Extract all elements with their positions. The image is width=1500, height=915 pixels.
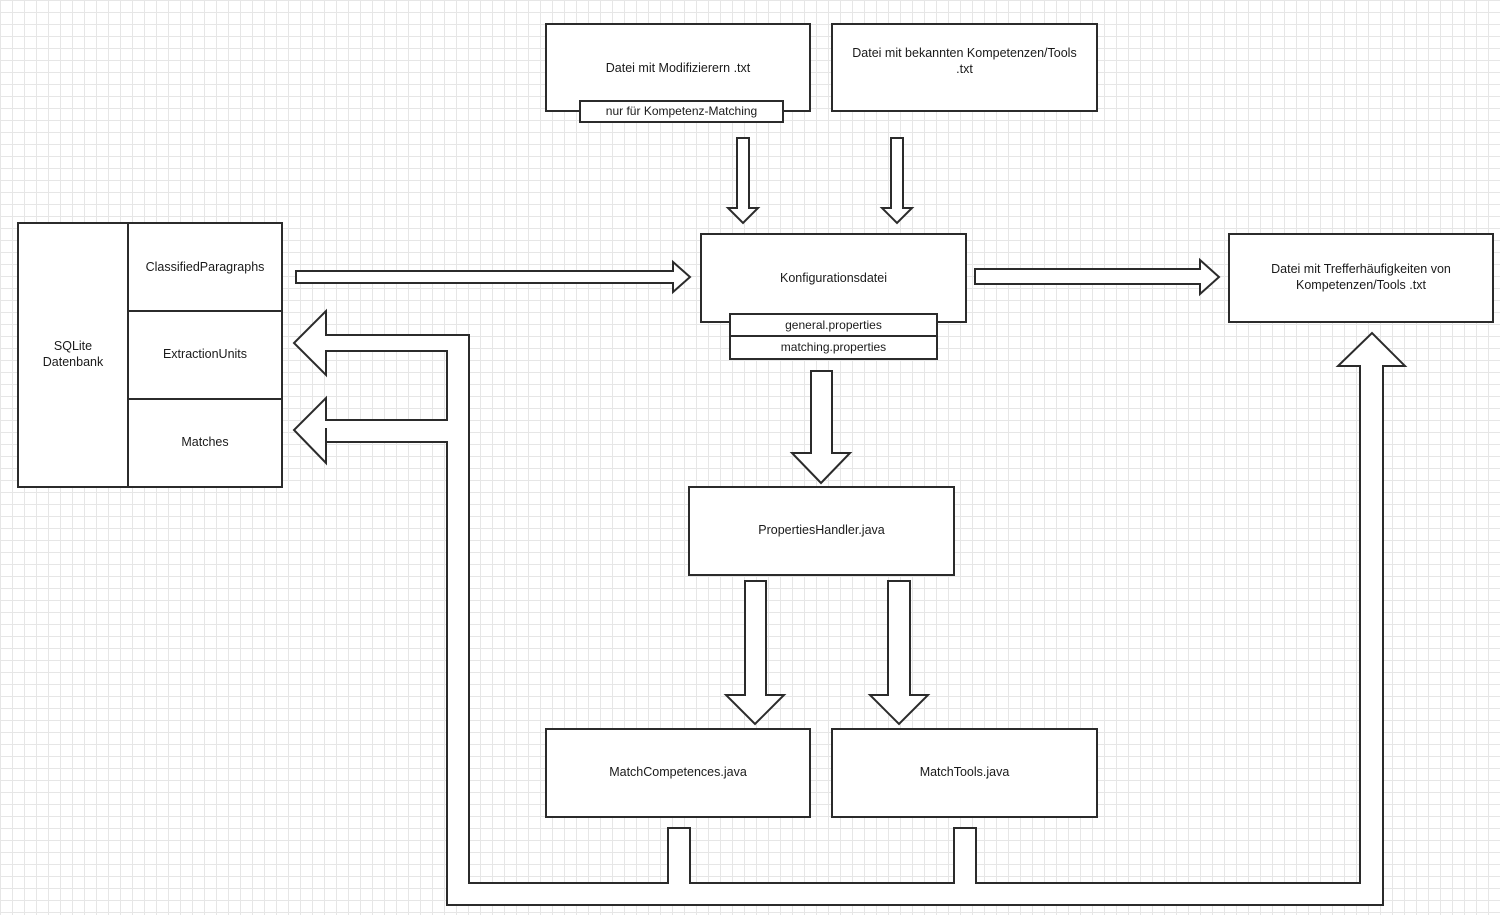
properties-handler-label: PropertiesHandler.java (758, 523, 885, 538)
sqlite-database-label: SQLite Datenbank (42, 339, 104, 369)
arrow-config-to-handler (789, 370, 853, 485)
arrow-db-to-config (295, 259, 692, 295)
table-extraction-units: ExtractionUnits (127, 310, 283, 400)
matching-properties-tag: matching.properties (729, 335, 938, 360)
general-properties-label: general.properties (785, 317, 882, 332)
table-matches: Matches (127, 398, 283, 488)
modifiers-note-tag: nur für Kompetenz-Matching (579, 100, 784, 123)
result-file-box: Datei mit Trefferhäufigkeiten von Kompet… (1228, 233, 1494, 323)
general-properties-tag: general.properties (729, 313, 938, 337)
modifiers-note-label: nur für Kompetenz-Matching (605, 104, 758, 118)
known-file-label: Datei mit bekannten Kompetenzen/Tools .t… (852, 45, 1077, 76)
known-file-box: Datei mit bekannten Kompetenzen/Tools .t… (831, 23, 1098, 112)
arrow-known-to-config (879, 137, 915, 225)
modifiers-file-label: Datei mit Modifizierern .txt (605, 61, 751, 75)
table-classified-paragraphs: ClassifiedParagraphs (127, 222, 283, 312)
matching-properties-label: matching.properties (780, 340, 887, 354)
arrow-config-to-result (974, 257, 1221, 297)
modifiers-file-box: Datei mit Modifizierern .txt (545, 23, 811, 112)
properties-handler-box: PropertiesHandler.java (688, 486, 955, 576)
match-tools-label: MatchTools.java (919, 765, 1010, 780)
sqlite-database-box: SQLite Datenbank (17, 222, 129, 488)
arrow-handler-to-tools (867, 580, 931, 726)
config-label: Konfigurationsdatei (779, 271, 888, 285)
table-extraction-units-label: ExtractionUnits (162, 347, 248, 362)
result-file-label: Datei mit Trefferhäufigkeiten von Kompet… (1271, 262, 1451, 292)
arrow-outer-feedback (292, 308, 1408, 906)
arrow-handler-to-competences (723, 580, 787, 726)
config-box: Konfigurationsdatei (700, 233, 967, 323)
match-competences-label: MatchCompetences.java (609, 765, 747, 780)
match-tools-box: MatchTools.java (831, 728, 1098, 818)
table-classified-paragraphs-label: ClassifiedParagraphs (145, 260, 265, 274)
arrow-modifiers-to-config (725, 137, 761, 225)
match-competences-box: MatchCompetences.java (545, 728, 811, 818)
table-matches-label: Matches (181, 435, 229, 450)
